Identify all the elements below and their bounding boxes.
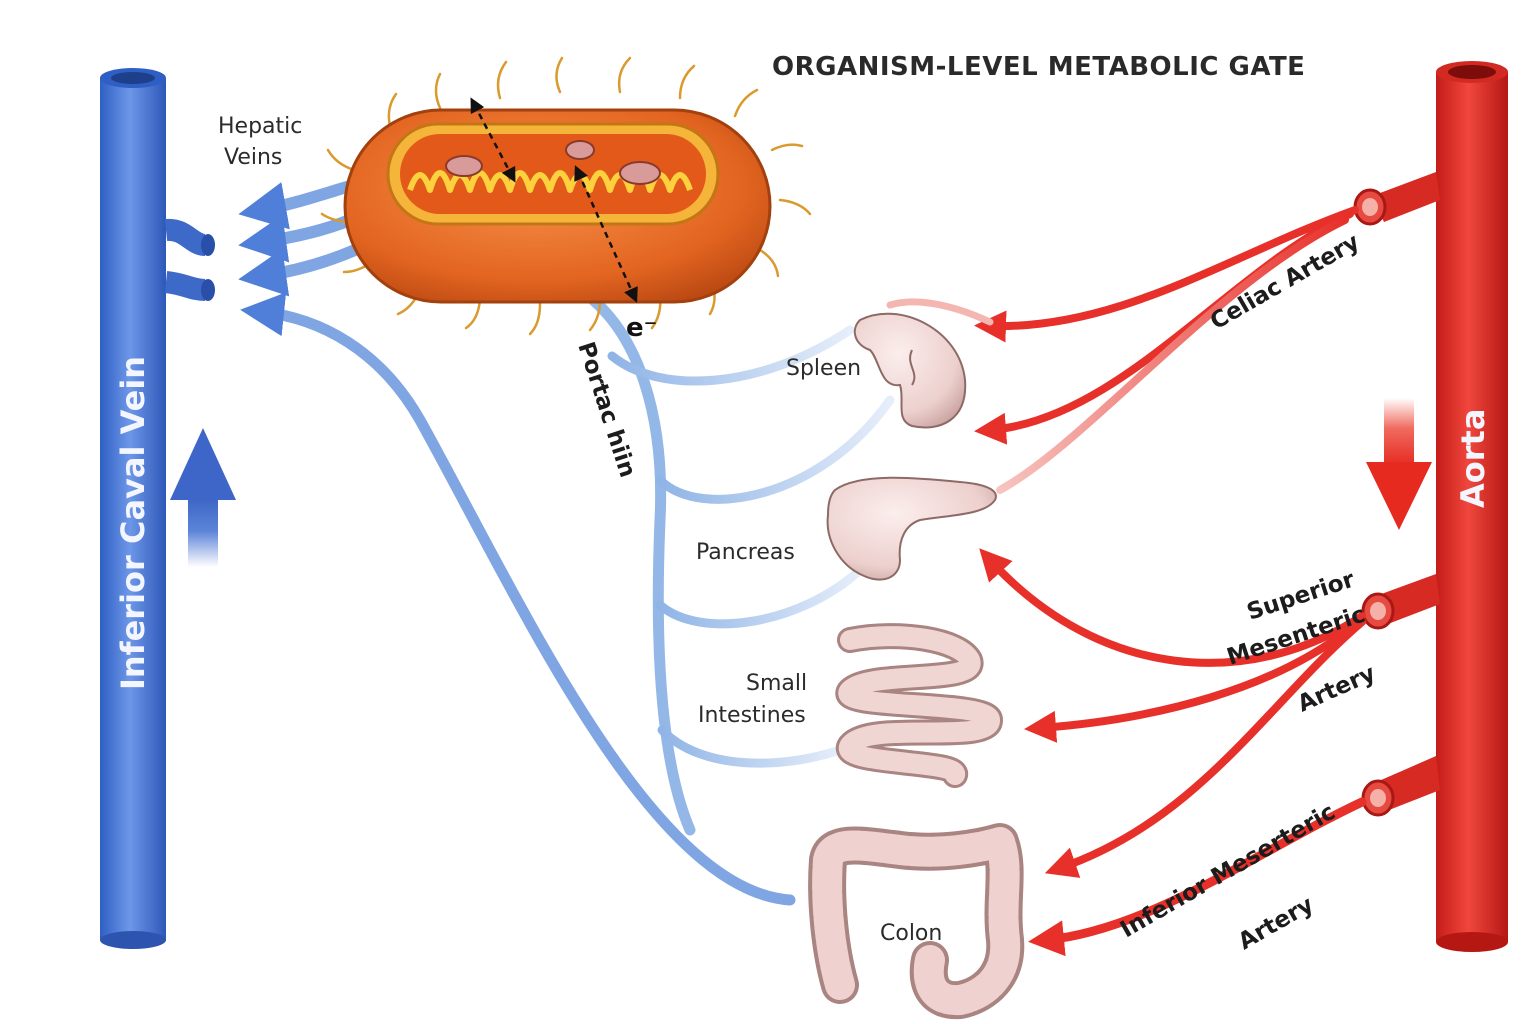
bacterium-cell [320,56,812,336]
inferior-caval-vein [100,68,215,949]
superior-mesenteric-stub [1361,574,1440,630]
small-intestines-organ [835,623,1004,788]
hepatic-vein-arrows [238,180,796,906]
downward-flow-arrow [1366,398,1432,530]
superior-mesenteric-label-line3: Artery [1294,660,1380,717]
pancreas-organ [826,476,997,581]
pancreas-label: Pancreas [696,540,795,565]
electron-label: e⁻ [626,313,657,343]
celiac-artery-label: Celiac Artery [1206,229,1364,335]
inferior-mesenteric-label-line2: Artery [1234,892,1318,956]
upward-flow-arrow [170,428,236,567]
arterial-branches [886,206,1367,957]
small-intestines-label-line1: Small [746,671,807,696]
small-intestines-label-line2: Intestines [698,703,806,728]
celiac-stub [1353,172,1440,226]
aorta-label: Aorta [1454,409,1492,508]
inferior-mesenteric-stub [1361,756,1440,817]
hepatic-veins-label-line2: Veins [224,145,282,170]
hepatic-veins-label-line1: Hepatic [218,114,302,139]
aorta-vessel [1353,61,1508,952]
spleen-organ [853,312,967,429]
portal-vein [574,284,895,836]
colon-organ [808,823,1025,1020]
diagram-title: ORGANISM-LEVEL METABOLIC GATE [772,52,1305,82]
vein-label: Inferior Caval Vein [114,356,152,690]
spleen-label: Spleen [786,356,861,381]
colon-label: Colon [880,921,942,946]
